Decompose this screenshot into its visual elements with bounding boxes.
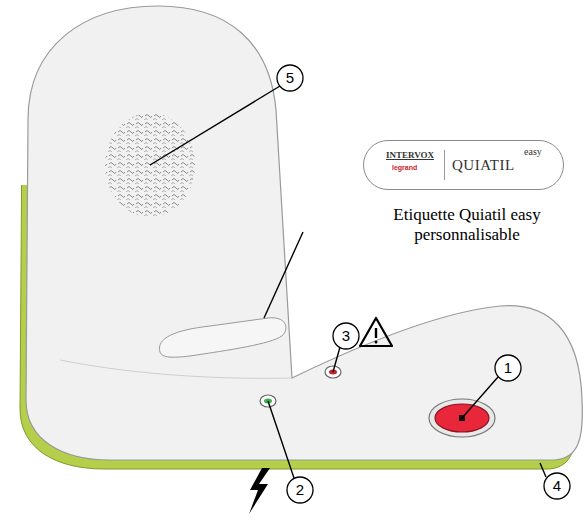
- logo-divider: [444, 150, 445, 180]
- label-slot: [159, 318, 285, 357]
- callout-number: 3: [334, 326, 358, 346]
- device-body: [26, 6, 582, 460]
- brand-name: INTERVOX: [386, 150, 434, 160]
- callout-circles: [277, 65, 570, 503]
- product-name: QUIATIL: [452, 157, 515, 174]
- callout-number: 5: [278, 68, 302, 88]
- fold-line: [60, 360, 292, 378]
- logo-label: INTERVOX legrand QUIATIL easy: [363, 140, 564, 190]
- label-caption: Etiquette Quiatil easy personnalisable: [362, 205, 572, 245]
- callout-number: 2: [288, 480, 312, 500]
- callout-number: 1: [496, 358, 520, 378]
- callout-number: 4: [545, 476, 569, 496]
- product-suffix: easy: [524, 146, 542, 157]
- brand-logo: legrand: [392, 164, 417, 171]
- lightning-symbol: [249, 468, 270, 514]
- warning-symbol: [360, 318, 392, 346]
